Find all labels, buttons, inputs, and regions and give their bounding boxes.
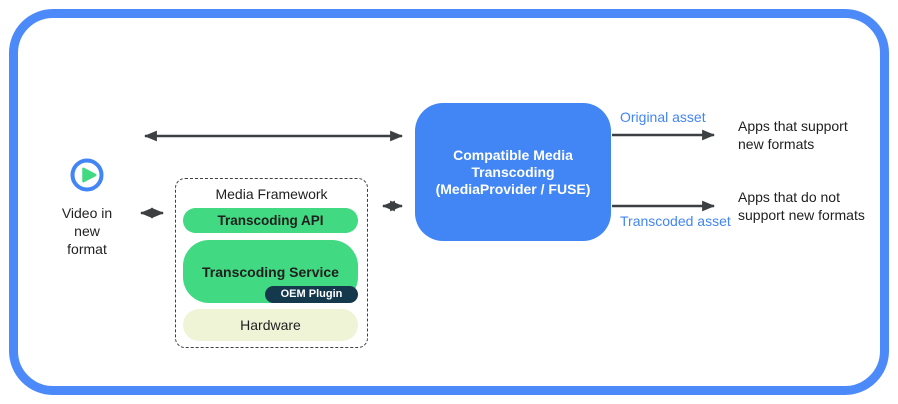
- play-icon: [70, 158, 104, 192]
- media-framework-title: Media Framework: [215, 186, 328, 202]
- video-source-label: Video in new format: [61, 205, 113, 257]
- transcoding-service-label: Transcoding Service: [202, 263, 339, 280]
- apps-no-support-label: Apps that do not support new formats: [738, 189, 865, 223]
- media-framework-box: Media Framework Transcoding API Transcod…: [175, 178, 368, 348]
- diagram-border: [9, 9, 889, 395]
- original-asset-label: Original asset: [620, 109, 706, 125]
- transcoder-line-1: Compatible Media: [453, 146, 573, 163]
- compatible-media-transcoding-box: Compatible Media Transcoding (MediaProvi…: [415, 103, 611, 241]
- transcoding-service-pill: Transcoding Service OEM Plugin: [183, 240, 358, 303]
- transcoder-line-2: Transcoding: [471, 163, 555, 180]
- oem-plugin-pill: OEM Plugin: [265, 286, 358, 303]
- transcoding-api-pill: Transcoding API: [183, 208, 358, 233]
- hardware-pill: Hardware: [183, 309, 358, 341]
- transcoder-line-3: (MediaProvider / FUSE): [435, 180, 591, 197]
- transcoded-asset-label: Transcoded asset: [620, 213, 731, 229]
- apps-support-label: Apps that support new formats: [738, 118, 848, 152]
